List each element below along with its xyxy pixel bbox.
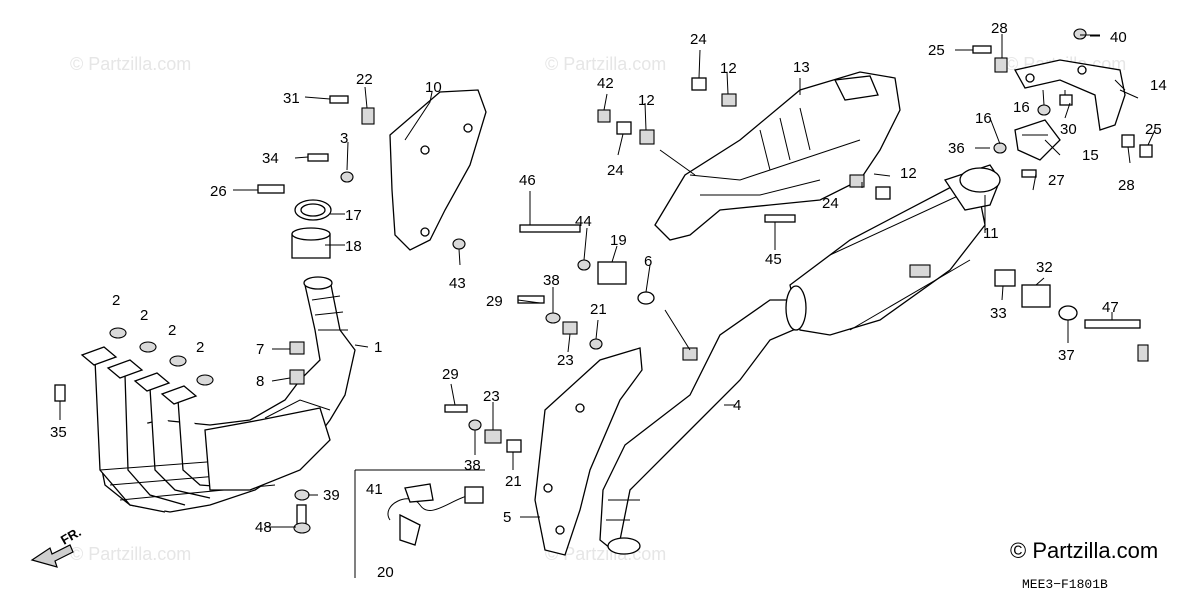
part-label-4: 4 [733, 397, 741, 414]
part-label-29: 29 [442, 366, 459, 383]
part-label-30: 30 [1060, 121, 1077, 138]
part-label-33: 33 [990, 305, 1007, 322]
part-label-17: 17 [345, 207, 362, 224]
leader-lines [59, 34, 1156, 528]
part-label-20: 20 [377, 564, 394, 581]
part-label-5: 5 [503, 509, 511, 526]
part-label-12: 12 [900, 165, 917, 182]
part-label-24: 24 [822, 195, 839, 212]
part-label-21: 21 [505, 473, 522, 490]
muffler-bracket [1014, 59, 1126, 131]
part-label-21: 21 [590, 301, 607, 318]
part-label-29: 29 [486, 293, 503, 310]
part-label-3: 3 [340, 130, 348, 147]
part-label-37: 37 [1058, 347, 1075, 364]
part-label-15: 15 [1082, 147, 1099, 164]
part-label-18: 18 [345, 238, 362, 255]
end-cap [1014, 119, 1061, 161]
heat-shield-upper [389, 89, 487, 251]
left-fasteners [54, 95, 375, 534]
part-label-10: 10 [425, 79, 442, 96]
front-arrow-icon [30, 544, 74, 568]
part-label-2: 2 [196, 339, 204, 356]
muffler [785, 164, 1001, 336]
part-label-38: 38 [464, 457, 481, 474]
part-label-40: 40 [1110, 29, 1127, 46]
part-label-25: 25 [1145, 121, 1162, 138]
part-label-27: 27 [1048, 172, 1065, 189]
part-label-8: 8 [256, 373, 264, 390]
part-label-28: 28 [1118, 177, 1135, 194]
part-label-39: 39 [323, 487, 340, 504]
part-label-12: 12 [638, 92, 655, 109]
part-label-44: 44 [575, 213, 592, 230]
header-flanges [80, 346, 198, 405]
part-label-12: 12 [720, 60, 737, 77]
exhaust-header [80, 276, 356, 513]
part-label-46: 46 [519, 172, 536, 189]
part-label-2: 2 [168, 322, 176, 339]
part-label-24: 24 [607, 162, 624, 179]
part-label-13: 13 [793, 59, 810, 76]
watermark: © Partzilla.com [70, 544, 191, 564]
part-label-16: 16 [975, 110, 992, 127]
part-label-7: 7 [256, 341, 264, 358]
part-label-22: 22 [356, 71, 373, 88]
part-label-24: 24 [690, 31, 707, 48]
o2-sensor [354, 469, 485, 578]
gaskets [109, 327, 214, 386]
part-label-23: 23 [557, 352, 574, 369]
part-label-6: 6 [644, 253, 652, 270]
part-label-34: 34 [262, 150, 279, 167]
part-label-36: 36 [948, 140, 965, 157]
part-label-41: 41 [366, 481, 383, 498]
part-label-1: 1 [374, 339, 382, 356]
part-label-28: 28 [991, 20, 1008, 37]
part-label-31: 31 [283, 90, 300, 107]
part-label-32: 32 [1036, 259, 1053, 276]
part-label-35: 35 [50, 424, 67, 441]
part-label-11: 11 [983, 225, 999, 242]
part-labels: 1 2 2 2 2 3 4 5 6 7 8 10 11 12 12 12 13 … [50, 20, 1167, 581]
part-label-19: 19 [610, 232, 627, 249]
part-label-16: 16 [1013, 99, 1030, 116]
exhaust-chamber [654, 71, 901, 241]
part-label-14: 14 [1150, 77, 1167, 94]
part-label-23: 23 [483, 388, 500, 405]
diagram-code: MEE3−F1801B [1022, 577, 1108, 592]
part-label-45: 45 [765, 251, 782, 268]
part-label-47: 47 [1102, 299, 1119, 316]
watermark: © Partzilla.com [70, 54, 191, 74]
watermark: © Partzilla.com [545, 54, 666, 74]
middle-pipe [599, 299, 806, 555]
part-label-26: 26 [210, 183, 227, 200]
part-label-2: 2 [112, 292, 120, 309]
part-label-48: 48 [255, 519, 272, 536]
part-label-2: 2 [140, 307, 148, 324]
part-label-42: 42 [597, 75, 614, 92]
center-fasteners [444, 28, 1153, 453]
partzilla-brand: © Partzilla.com [1010, 538, 1158, 563]
part-label-25: 25 [928, 42, 945, 59]
part-label-43: 43 [449, 275, 466, 292]
part-label-38: 38 [543, 272, 560, 289]
heat-shield-lower [534, 347, 643, 556]
